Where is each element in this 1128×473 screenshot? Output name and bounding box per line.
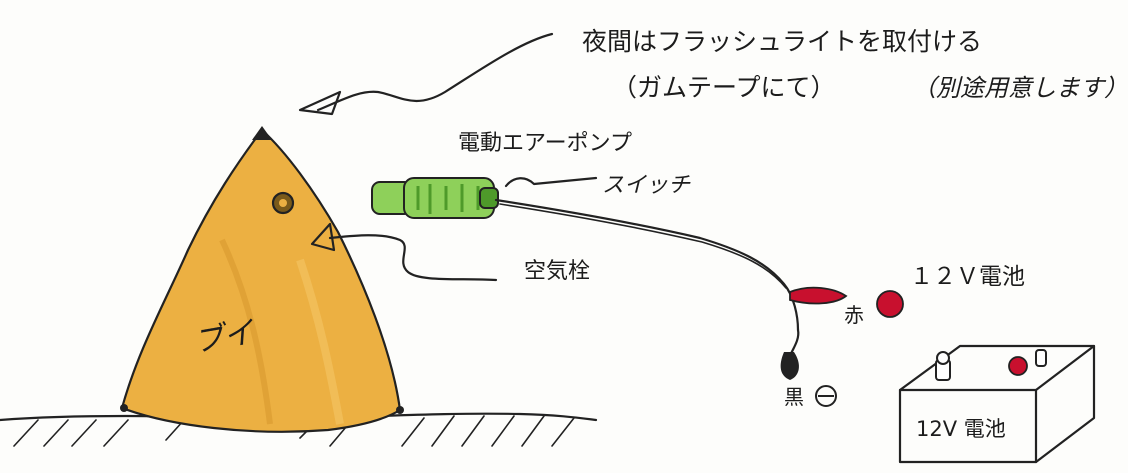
flashlight-note: 夜間はフラッシュライトを取付ける <box>582 27 982 56</box>
minus-icon <box>815 385 837 407</box>
separate-note: （別途用意します） <box>912 74 1128 102</box>
red-clip <box>789 286 848 305</box>
pump-label: 電動エアーポンプ <box>458 131 632 156</box>
red-label: 赤 <box>844 303 864 327</box>
air-valve <box>271 191 295 215</box>
buoy: ブイ <box>120 126 404 433</box>
black-clip <box>780 352 799 380</box>
red-terminal-icon <box>876 290 904 318</box>
valve-arrow <box>310 222 498 282</box>
battery-box-label: 12V 電池 <box>916 417 1006 441</box>
battery-label: １２Ｖ電池 <box>910 264 1025 290</box>
valve-label: 空気栓 <box>524 259 590 284</box>
note-arrow <box>298 32 554 116</box>
tape-note: （ガムテープにて） <box>612 73 836 102</box>
switch-pointer <box>504 176 598 188</box>
electric-air-pump <box>371 177 499 219</box>
battery-12v <box>898 344 1096 464</box>
switch-label: スイッチ <box>602 173 691 198</box>
black-label: 黒 <box>784 385 804 409</box>
